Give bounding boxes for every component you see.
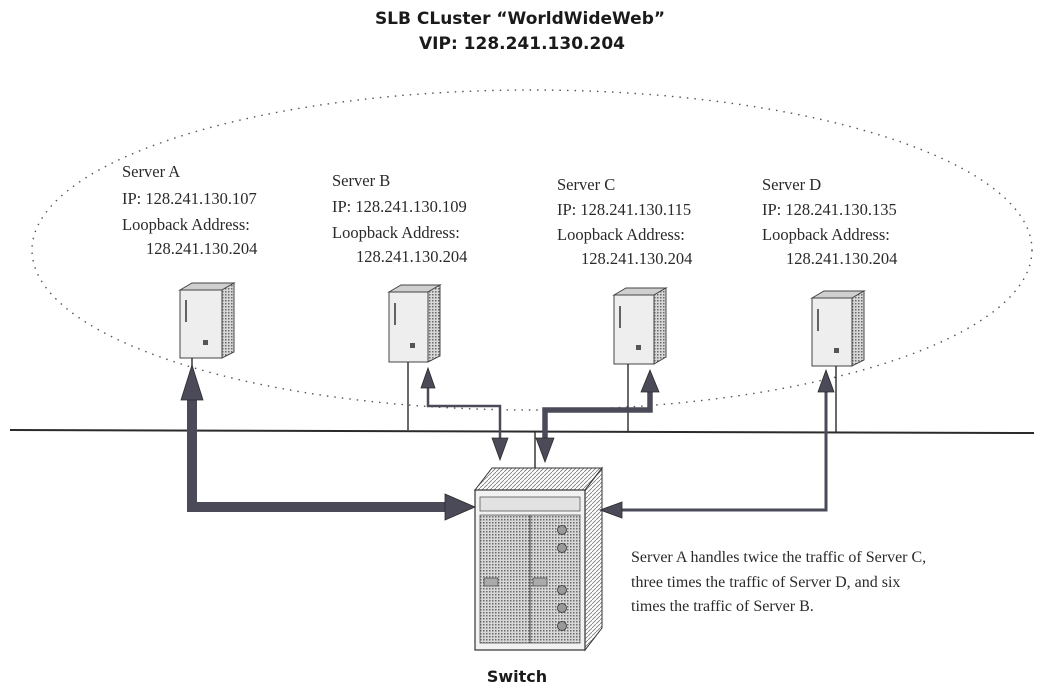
server-d-loopback: 128.241.130.204 <box>786 249 897 268</box>
server-a-loopback-label: Loopback Address: <box>122 215 250 234</box>
cluster-vip: VIP: 128.241.130.204 <box>419 34 625 54</box>
server-a-icon <box>180 283 234 358</box>
traffic-arrow-server-d <box>600 370 834 518</box>
note-line-1: Server A handles twice the traffic of Se… <box>631 549 926 566</box>
server-d-ip: IP: 128.241.130.135 <box>762 200 897 219</box>
network-line <box>10 430 1034 433</box>
note-line-3: times the traffic of Server B. <box>631 598 814 615</box>
server-d-icon <box>812 291 864 366</box>
server-c-loopback-label: Loopback Address: <box>557 225 685 244</box>
server-a-name: Server A <box>122 162 180 181</box>
server-b: Server B IP: 128.241.130.109 Loopback Ad… <box>332 171 467 362</box>
server-b-ip: IP: 128.241.130.109 <box>332 197 467 216</box>
server-d: Server D IP: 128.241.130.135 Loopback Ad… <box>762 175 897 366</box>
server-b-loopback: 128.241.130.204 <box>356 247 467 266</box>
server-d-name: Server D <box>762 175 821 194</box>
note-line-2: three times the traffic of Server D, and… <box>631 574 900 591</box>
server-c-ip: IP: 128.241.130.115 <box>557 200 691 219</box>
server-c-name: Server C <box>557 175 615 194</box>
server-b-name: Server B <box>332 171 390 190</box>
server-a: Server A IP: 128.241.130.107 Loopback Ad… <box>122 162 257 358</box>
switch-device <box>475 431 602 650</box>
server-a-loopback: 128.241.130.204 <box>146 239 257 258</box>
server-b-loopback-label: Loopback Address: <box>332 223 460 242</box>
server-b-icon <box>389 285 440 362</box>
cluster-title: SLB CLuster “WorldWideWeb” <box>375 9 665 29</box>
server-d-loopback-label: Loopback Address: <box>762 225 890 244</box>
server-c-icon <box>614 288 666 364</box>
server-c-loopback: 128.241.130.204 <box>581 249 692 268</box>
traffic-arrow-server-b <box>421 368 508 460</box>
server-a-ip: IP: 128.241.130.107 <box>122 189 257 208</box>
traffic-arrow-server-c <box>536 370 659 462</box>
server-c: Server C IP: 128.241.130.115 Loopback Ad… <box>557 175 692 364</box>
switch-label: Switch <box>487 667 547 686</box>
traffic-note: Server A handles twice the traffic of Se… <box>631 549 926 615</box>
